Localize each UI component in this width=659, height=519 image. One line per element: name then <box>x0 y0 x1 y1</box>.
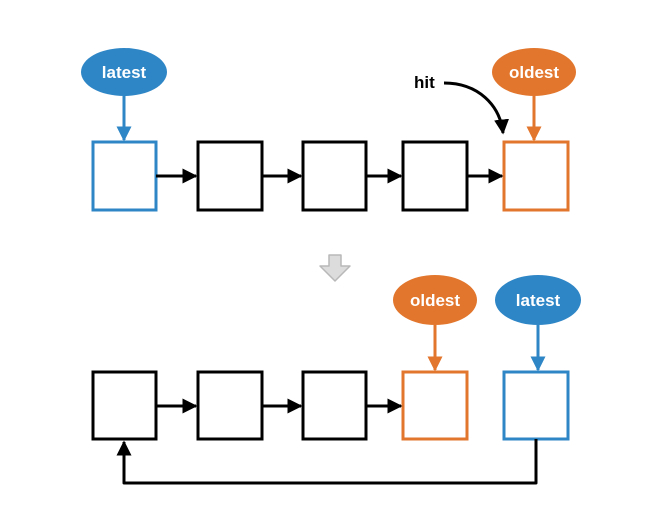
bottom-latest-pill: latest <box>495 275 581 325</box>
top-node-1 <box>91 140 158 212</box>
top-oldest-ellipse <box>492 48 576 96</box>
bottom-diagram: oldest latest <box>91 275 581 485</box>
bottom-node-4 <box>401 370 469 441</box>
top-node-4 <box>401 140 469 212</box>
bottom-node-1 <box>91 370 158 441</box>
hit-curved-arrow <box>443 81 510 135</box>
top-latest-label: latest <box>102 63 147 82</box>
bottom-latest-ellipse <box>495 275 581 325</box>
bottom-oldest-ellipse <box>393 275 477 325</box>
top-oldest-pill: oldest <box>492 48 576 96</box>
bottom-node-5 <box>502 370 570 441</box>
top-latest-ellipse <box>81 48 167 96</box>
bottom-node-3 <box>301 370 368 441</box>
top-diagram: latest oldest hit <box>81 48 576 212</box>
bottom-latest-label: latest <box>516 291 561 310</box>
bottom-node-2 <box>196 370 264 441</box>
bottom-oldest-label: oldest <box>410 291 460 310</box>
top-node-5 <box>502 140 570 212</box>
top-node-3 <box>301 140 368 212</box>
down-arrow-icon <box>319 254 351 282</box>
top-node-2 <box>196 140 264 212</box>
bottom-wraparound-link <box>116 439 538 485</box>
hit-label: hit <box>414 73 435 92</box>
top-latest-pill: latest <box>81 48 167 96</box>
top-oldest-label: oldest <box>509 63 559 82</box>
bottom-oldest-pill: oldest <box>393 275 477 325</box>
